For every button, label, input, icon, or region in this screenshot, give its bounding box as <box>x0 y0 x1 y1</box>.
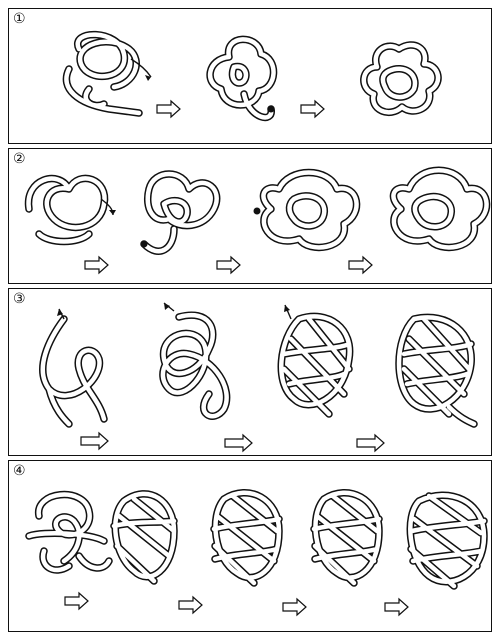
panel-2-step-1-knot <box>24 174 116 246</box>
panel-4-step-4-knot <box>310 489 383 587</box>
panel-1: ① <box>8 8 492 144</box>
panel-1-arrow-1 <box>156 99 181 119</box>
panel-1-step-1-knot <box>62 30 152 117</box>
panel-4-arrow-2 <box>178 595 203 615</box>
panel-3-arrow-3 <box>356 433 385 453</box>
panel-3-step-1-knot <box>39 308 108 428</box>
panel-2-arrow-3 <box>348 255 373 275</box>
panel-3-step-3-knot <box>277 304 354 418</box>
panel-1-diagram <box>62 30 442 122</box>
panel-2-step-3-knot <box>253 168 361 252</box>
panel-3: ③ <box>8 288 492 456</box>
panel-1-number: ① <box>13 11 26 27</box>
panel-2-diagram <box>24 166 491 275</box>
panel-4-diagram <box>25 489 488 617</box>
panel-1-step-3-knot <box>360 41 442 116</box>
panel-2-number: ② <box>13 151 26 167</box>
panel-3-step-2-knot <box>159 302 231 420</box>
panel-4: ④ <box>8 460 492 632</box>
panel-4-arrow-4 <box>384 597 409 617</box>
panel-4-arrow-3 <box>282 597 307 617</box>
panel-3-arrow-2 <box>224 433 253 453</box>
panel-3-step-4-knot <box>395 313 478 428</box>
panel-2-step-4-knot <box>389 166 491 252</box>
panel-4-arrow-1 <box>64 591 89 611</box>
panel-4-step-5-knot <box>406 491 488 590</box>
panel-3-number: ③ <box>13 291 26 307</box>
panel-1-step-2-knot <box>206 35 278 122</box>
panel-3-arrow-1 <box>80 431 109 451</box>
panel-2-step-2-knot <box>140 170 221 255</box>
panel-4-step-3-knot <box>210 489 283 587</box>
panel-1-arrow-2 <box>300 99 325 119</box>
panel-2-arrow-1 <box>84 255 109 275</box>
panel-4-number: ④ <box>13 463 26 479</box>
panel-2-arrow-2 <box>216 255 241 275</box>
panel-4-step-2-knot <box>110 490 178 585</box>
panel-2: ② <box>8 148 492 284</box>
panel-3-diagram <box>39 302 478 453</box>
panel-4-step-1-knot <box>25 490 113 574</box>
